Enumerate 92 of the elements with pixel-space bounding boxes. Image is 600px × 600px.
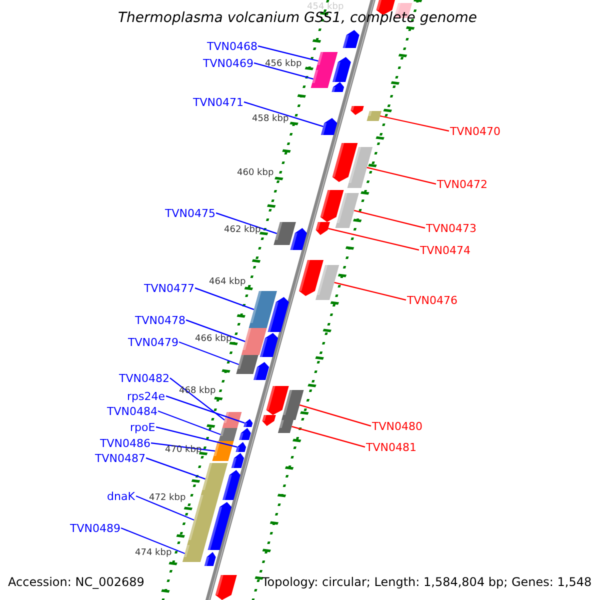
gene-glyph <box>204 552 216 566</box>
gene-glyph <box>335 193 359 228</box>
leader-line <box>158 410 221 436</box>
gene-label: TVN0473 <box>426 222 476 234</box>
gene-glyph <box>320 118 338 135</box>
leader-line <box>354 210 426 229</box>
gene-label: TVN0489 <box>70 522 120 534</box>
gene-glyph <box>236 355 258 374</box>
gene-label: TVN0482 <box>119 372 170 384</box>
gene-label: TVN0481 <box>366 442 416 452</box>
gene-glyph <box>366 111 382 121</box>
gene-glyph <box>248 291 277 328</box>
scale-label: 462 kbp <box>224 226 261 234</box>
gene-glyph <box>274 222 296 245</box>
gene-label: TVN0474 <box>420 244 470 256</box>
scale-label: 472 kbp <box>149 494 186 502</box>
gene-label: TVN0477 <box>144 282 194 294</box>
gene-glyph <box>218 428 238 441</box>
gene-glyph <box>347 147 373 188</box>
gene-glyph <box>310 70 333 88</box>
leader-line <box>120 527 186 554</box>
gene-glyph <box>268 297 289 332</box>
leader-line <box>170 378 225 420</box>
gene-glyph <box>215 575 237 600</box>
scale-label: 466 kbp <box>195 334 232 344</box>
gene-label: rps24e <box>127 390 166 402</box>
gene-glyph <box>262 415 276 426</box>
gene-glyph <box>290 228 307 250</box>
gene-glyph <box>244 419 253 427</box>
gene-glyph <box>212 441 234 461</box>
gene-glyph <box>298 260 324 296</box>
leader-line <box>156 426 238 448</box>
gene-glyph <box>200 463 228 495</box>
leader-line <box>299 404 372 427</box>
gene-glyph <box>332 143 358 182</box>
gene-label: TVN0476 <box>407 294 458 306</box>
gene-glyph <box>350 106 364 115</box>
gene-label: TVN0472 <box>437 178 488 190</box>
leader-line <box>136 495 194 521</box>
gene-glyph <box>254 362 270 380</box>
gene-label: TVN0487 <box>95 452 146 464</box>
scale-label: 474 kbp <box>135 548 172 558</box>
gene-glyph <box>316 222 330 235</box>
gene-glyph <box>239 428 251 440</box>
leader-line <box>216 212 277 234</box>
gene-label: TVN0471 <box>193 96 244 108</box>
gene-glyph <box>332 82 344 92</box>
gene-glyph <box>222 412 242 428</box>
gene-label: TVN0480 <box>372 420 422 432</box>
leader-line <box>328 228 420 251</box>
leader-line <box>334 282 406 301</box>
gene-label: TVN0479 <box>128 336 178 348</box>
gene-label: TVN0468 <box>207 40 258 52</box>
leader-line <box>366 166 436 185</box>
footer-text: Accession: NC_002689 <box>8 576 144 588</box>
gene-glyph <box>278 420 294 433</box>
scale-label: 456 kbp <box>265 60 302 68</box>
scale-label: 460 kbp <box>237 168 274 178</box>
leader-line <box>254 62 314 80</box>
gene-label: TVN0486 <box>100 438 150 448</box>
gene-label: dnaK <box>107 490 135 502</box>
gene-label: TVN0469 <box>203 58 254 68</box>
gene-glyph <box>182 545 206 562</box>
gene-label: TVN0484 <box>107 406 158 416</box>
leader-line <box>146 457 206 480</box>
leader-line <box>178 341 239 366</box>
gene-glyph <box>236 442 246 452</box>
gene-label: rpoE <box>130 422 156 432</box>
gene-glyph <box>241 328 267 355</box>
title: Thermoplasma volcanium GSS1, complete genome <box>118 11 478 25</box>
leader-line <box>380 115 450 132</box>
gene-glyph <box>260 333 278 357</box>
leader-line <box>258 45 318 62</box>
gene-glyph <box>231 453 244 468</box>
gene-label: TVN0470 <box>450 126 500 136</box>
gene-glyph <box>316 265 340 300</box>
gene-glyph <box>320 190 344 222</box>
gene-label: TVN0475 <box>165 208 216 218</box>
leader-line <box>244 101 324 128</box>
gene-glyph <box>266 386 289 415</box>
gene-glyph <box>316 52 338 70</box>
leader-line <box>194 287 254 310</box>
leader-line <box>166 395 245 424</box>
gene-glyph <box>222 470 240 500</box>
gene-glyph <box>342 30 360 48</box>
leader-line <box>292 426 366 448</box>
footer-text: Topology: circular; Length: 1,584,804 bp; Genes: 1,548 <box>262 576 592 588</box>
scale-label: 458 kbp <box>252 114 289 124</box>
gene-label: TVN0478 <box>135 314 186 326</box>
gene-glyph <box>208 502 232 550</box>
scale-label: 464 kbp <box>209 278 246 286</box>
leader-line <box>186 319 246 342</box>
